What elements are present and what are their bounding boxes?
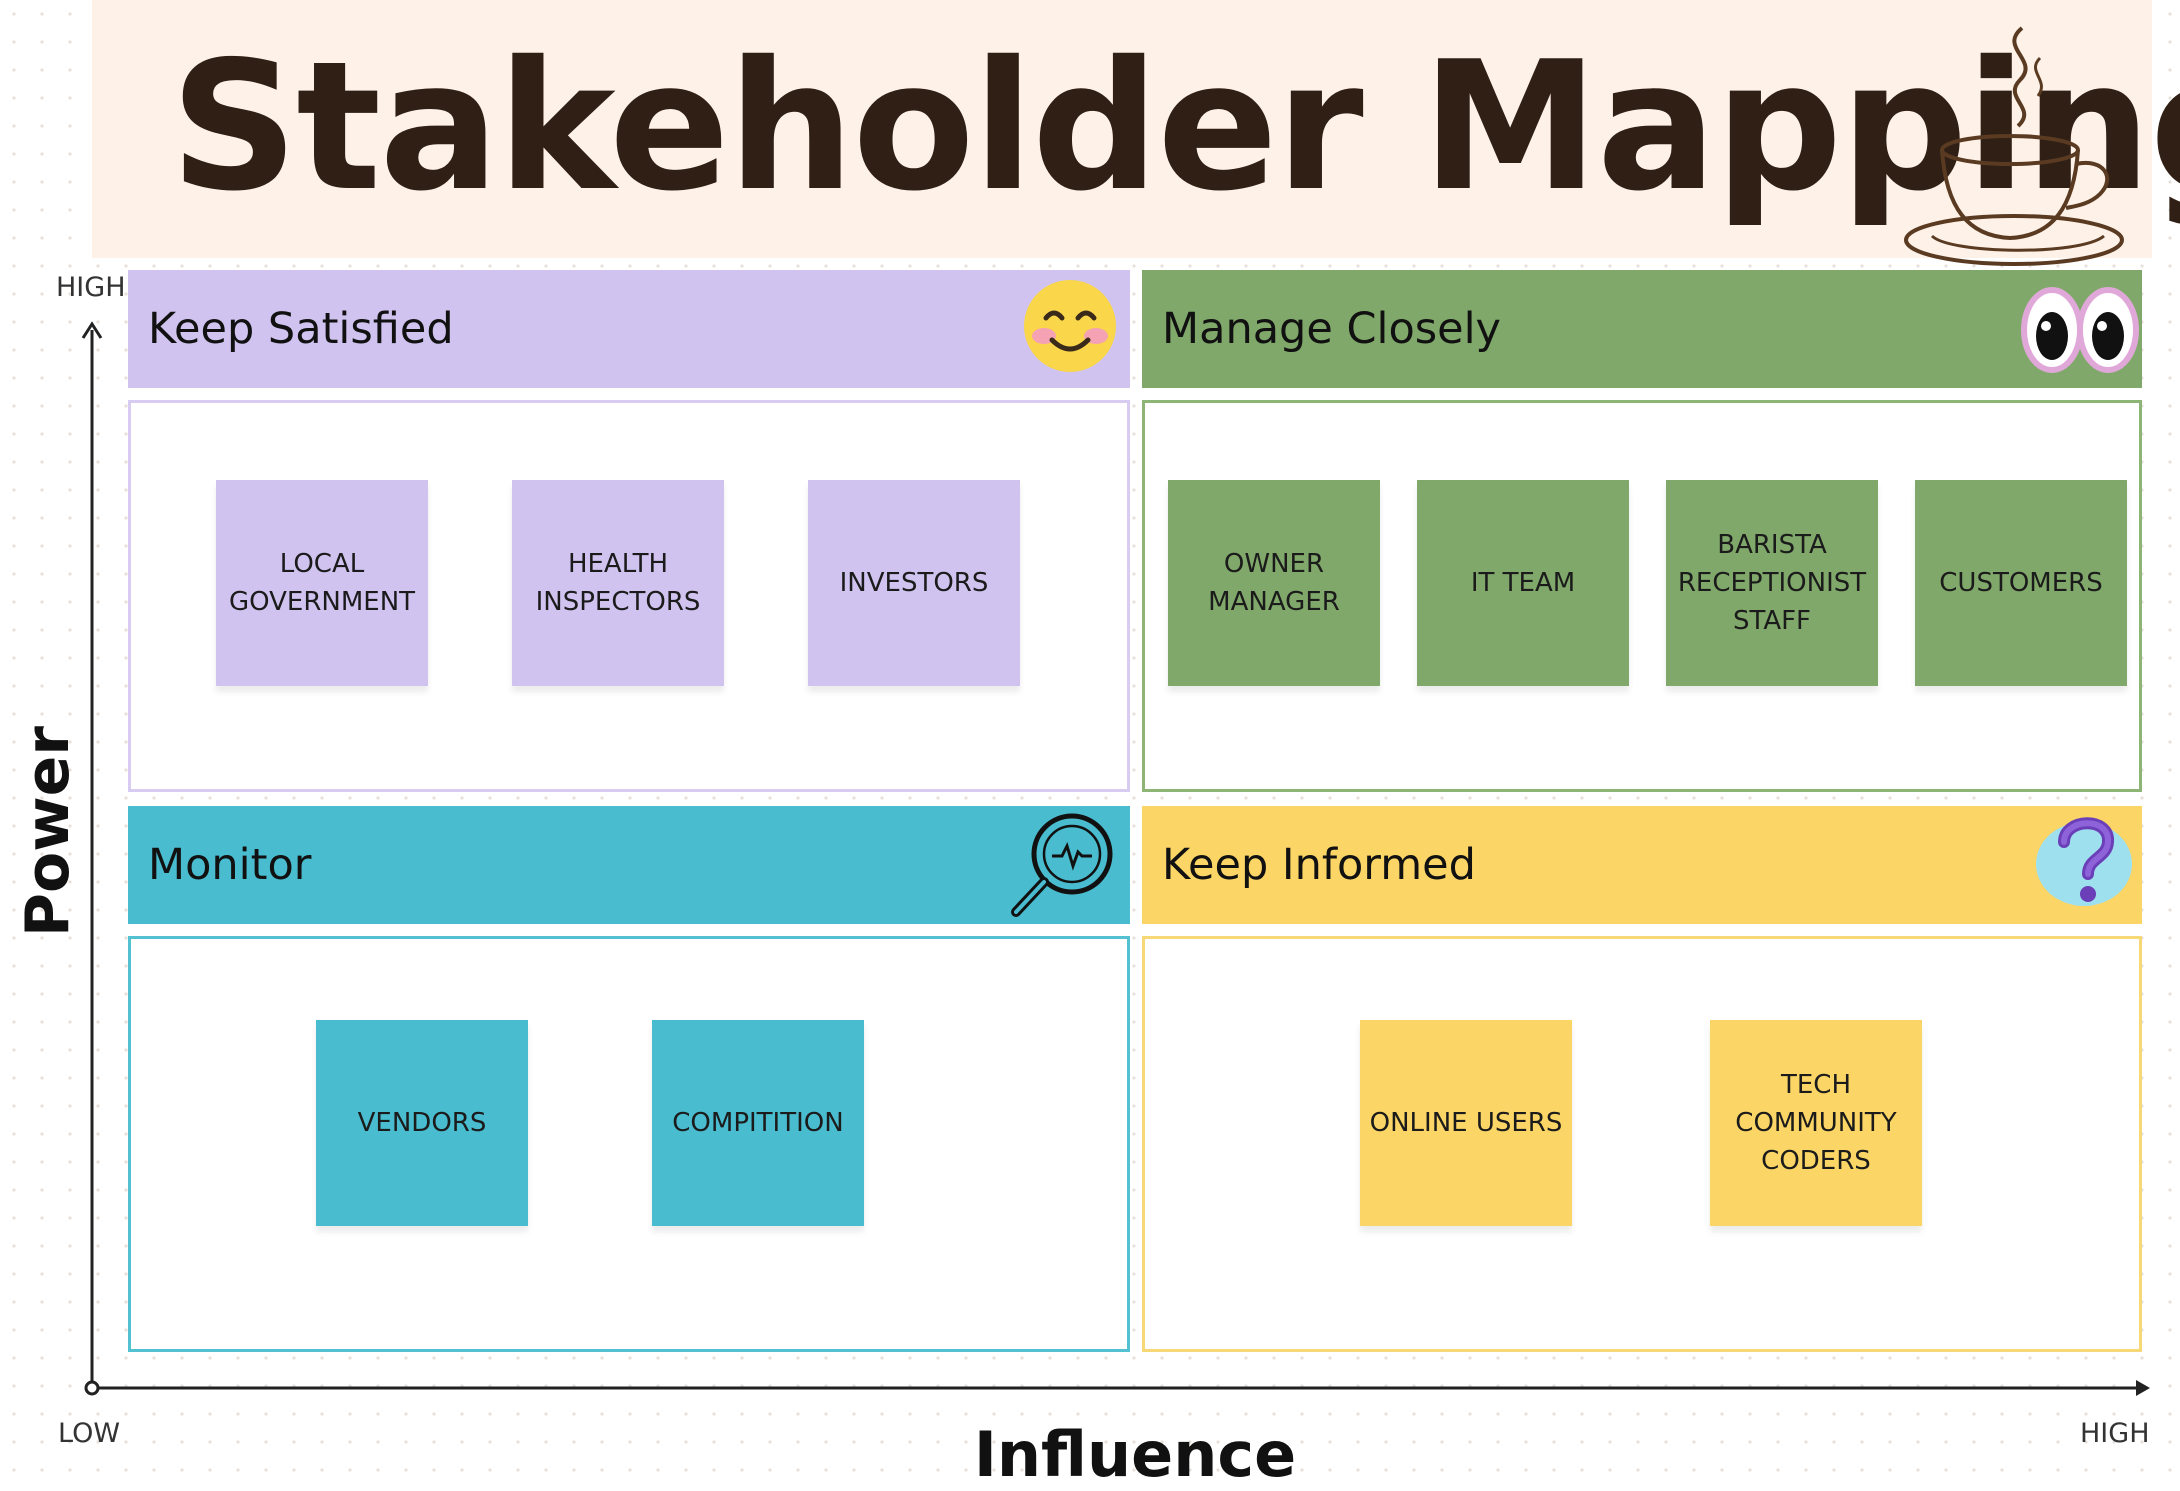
quadrant-title-keep-informed: Keep Informed: [1162, 840, 1476, 890]
y-axis-high-label: HIGH: [56, 272, 126, 303]
quadrant-title-manage-closely: Manage Closely: [1162, 304, 1502, 354]
y-axis-title: Power: [13, 726, 83, 937]
question-mark-icon: [2036, 817, 2132, 906]
x-axis-low-label: LOW: [58, 1418, 121, 1449]
magnifying-glass-icon: [1011, 813, 1113, 917]
sticky-note-vendors[interactable]: VENDORS: [316, 1020, 528, 1226]
quadrant-header-keep-satisfied: Keep Satisfied: [128, 270, 1130, 388]
quadrant-body-keep-informed: [1142, 936, 2142, 1352]
sticky-note-online-users[interactable]: ONLINE USERS: [1360, 1020, 1572, 1226]
title-banner: [92, 0, 2152, 258]
smiling-face-icon: [1024, 280, 1116, 372]
coffee-cup-icon: [1904, 26, 2124, 266]
quadrant-title-monitor: Monitor: [148, 840, 312, 890]
x-axis-arrow: [2136, 1380, 2150, 1396]
y-axis-arrow: [81, 321, 103, 339]
quadrant-body-monitor: [128, 936, 1130, 1352]
quadrant-header-keep-informed: Keep Informed: [1142, 806, 2142, 924]
axis-origin: [84, 1380, 100, 1396]
page-title: Stakeholder Mapping: [170, 23, 2180, 230]
quadrant-header-monitor: Monitor: [128, 806, 1130, 924]
x-axis-title: Influence: [973, 1418, 1297, 1491]
eyes-icon: [2021, 287, 2139, 373]
sticky-note-barista-receptionist-staff[interactable]: BARISTA RECEPTIONIST STAFF: [1666, 480, 1878, 686]
sticky-note-investors[interactable]: INVESTORS: [808, 480, 1020, 686]
sticky-note-owner-manager[interactable]: OWNER MANAGER: [1168, 480, 1380, 686]
sticky-note-health-inspectors[interactable]: HEALTH INSPECTORS: [512, 480, 724, 686]
quadrant-title-keep-satisfied: Keep Satisfied: [148, 304, 454, 354]
sticky-note-customers[interactable]: CUSTOMERS: [1915, 480, 2127, 686]
sticky-note-compitition[interactable]: COMPITITION: [652, 1020, 864, 1226]
sticky-note-it-team[interactable]: IT TEAM: [1417, 480, 1629, 686]
quadrant-header-manage-closely: Manage Closely: [1142, 270, 2142, 388]
x-axis-high-label: HIGH: [2080, 1418, 2150, 1449]
sticky-note-local-government[interactable]: LOCAL GOVERNMENT: [216, 480, 428, 686]
sticky-note-tech-community-coders[interactable]: TECH COMMUNITY CODERS: [1710, 1020, 1922, 1226]
